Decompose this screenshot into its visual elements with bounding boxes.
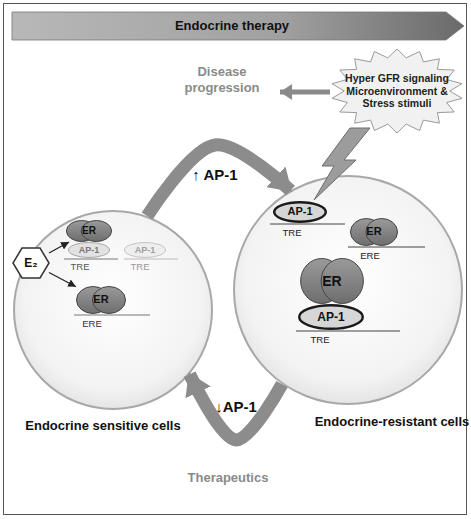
- dna-strand: [348, 247, 425, 248]
- stimulus-arrow: [280, 90, 330, 95]
- dna-strand: [270, 224, 345, 225]
- node-text: AP-1: [298, 304, 364, 330]
- therapy-arrow: [190, 374, 282, 440]
- node-text: ER: [66, 220, 112, 242]
- er-dimer: ER: [66, 220, 112, 242]
- ap1-factor: AP-1: [298, 304, 364, 330]
- binding-arrow: [49, 273, 76, 287]
- lightning-bolt: [314, 128, 370, 200]
- node-text: Endocrine-resistant cells: [314, 414, 470, 430]
- dna-element: ERE: [77, 318, 107, 329]
- resistant-cell: Endocrine-resistant cellsAP-1ERERAP-1: [233, 175, 463, 405]
- therapy-banner: Endocrine therapy: [12, 12, 464, 40]
- node-text: Hyper GFR signaling Microenvironment & S…: [335, 48, 459, 134]
- factor-outline: [69, 243, 110, 258]
- dna-element: TRE: [277, 227, 307, 238]
- dna-element: TRE: [125, 261, 155, 272]
- stress-starburst: Hyper GFR signaling Microenvironment & S…: [330, 48, 464, 134]
- er-dimer: ER: [350, 218, 398, 246]
- hexagon-outline: [13, 248, 49, 278]
- edge-label: ↑ AP-1: [160, 166, 270, 184]
- factor-outline: [125, 243, 166, 258]
- node-text: Endocrine therapy: [12, 12, 452, 40]
- node-text: ER: [350, 218, 398, 246]
- binding-arrow: [49, 242, 69, 253]
- dna-element: TRE: [65, 261, 95, 272]
- process-label: Disease progression: [172, 64, 272, 95]
- cell-membrane: [234, 176, 462, 404]
- node-text: AP-1: [273, 201, 327, 223]
- er-dimer: ER: [76, 286, 126, 314]
- progression-arrow: [147, 145, 290, 216]
- figure-frame: [4, 4, 467, 515]
- ap1-factor: AP-1: [68, 242, 110, 258]
- dna-element: TRE: [305, 334, 335, 345]
- node-text: Endocrine sensitive cells: [25, 418, 181, 434]
- banner-arrow: [12, 12, 464, 40]
- dna-strand: [74, 315, 150, 316]
- dna-strand: [124, 259, 178, 260]
- node-text: AP-1: [124, 242, 166, 258]
- process-label: Therapeutics: [168, 470, 288, 486]
- dna-strand: [296, 331, 400, 332]
- node-text: ER: [76, 286, 126, 314]
- er-dimer: ER: [300, 258, 364, 304]
- edge-label: ↓AP-1: [181, 398, 291, 416]
- sensitive-cell: Endocrine sensitive cellsERAP-1AP-1ER: [13, 210, 213, 410]
- cell-membrane: [14, 211, 212, 409]
- node-text: ER: [300, 258, 364, 304]
- node-text: AP-1: [68, 242, 110, 258]
- ap1-factor: AP-1: [273, 201, 327, 223]
- starburst-outline: [332, 49, 462, 133]
- estradiol-hexagon: E₂: [13, 248, 49, 278]
- dna-strand: [64, 259, 118, 260]
- ap1-factor: AP-1: [124, 242, 166, 258]
- node-text: E₂: [13, 248, 49, 278]
- dna-element: ERE: [355, 250, 385, 261]
